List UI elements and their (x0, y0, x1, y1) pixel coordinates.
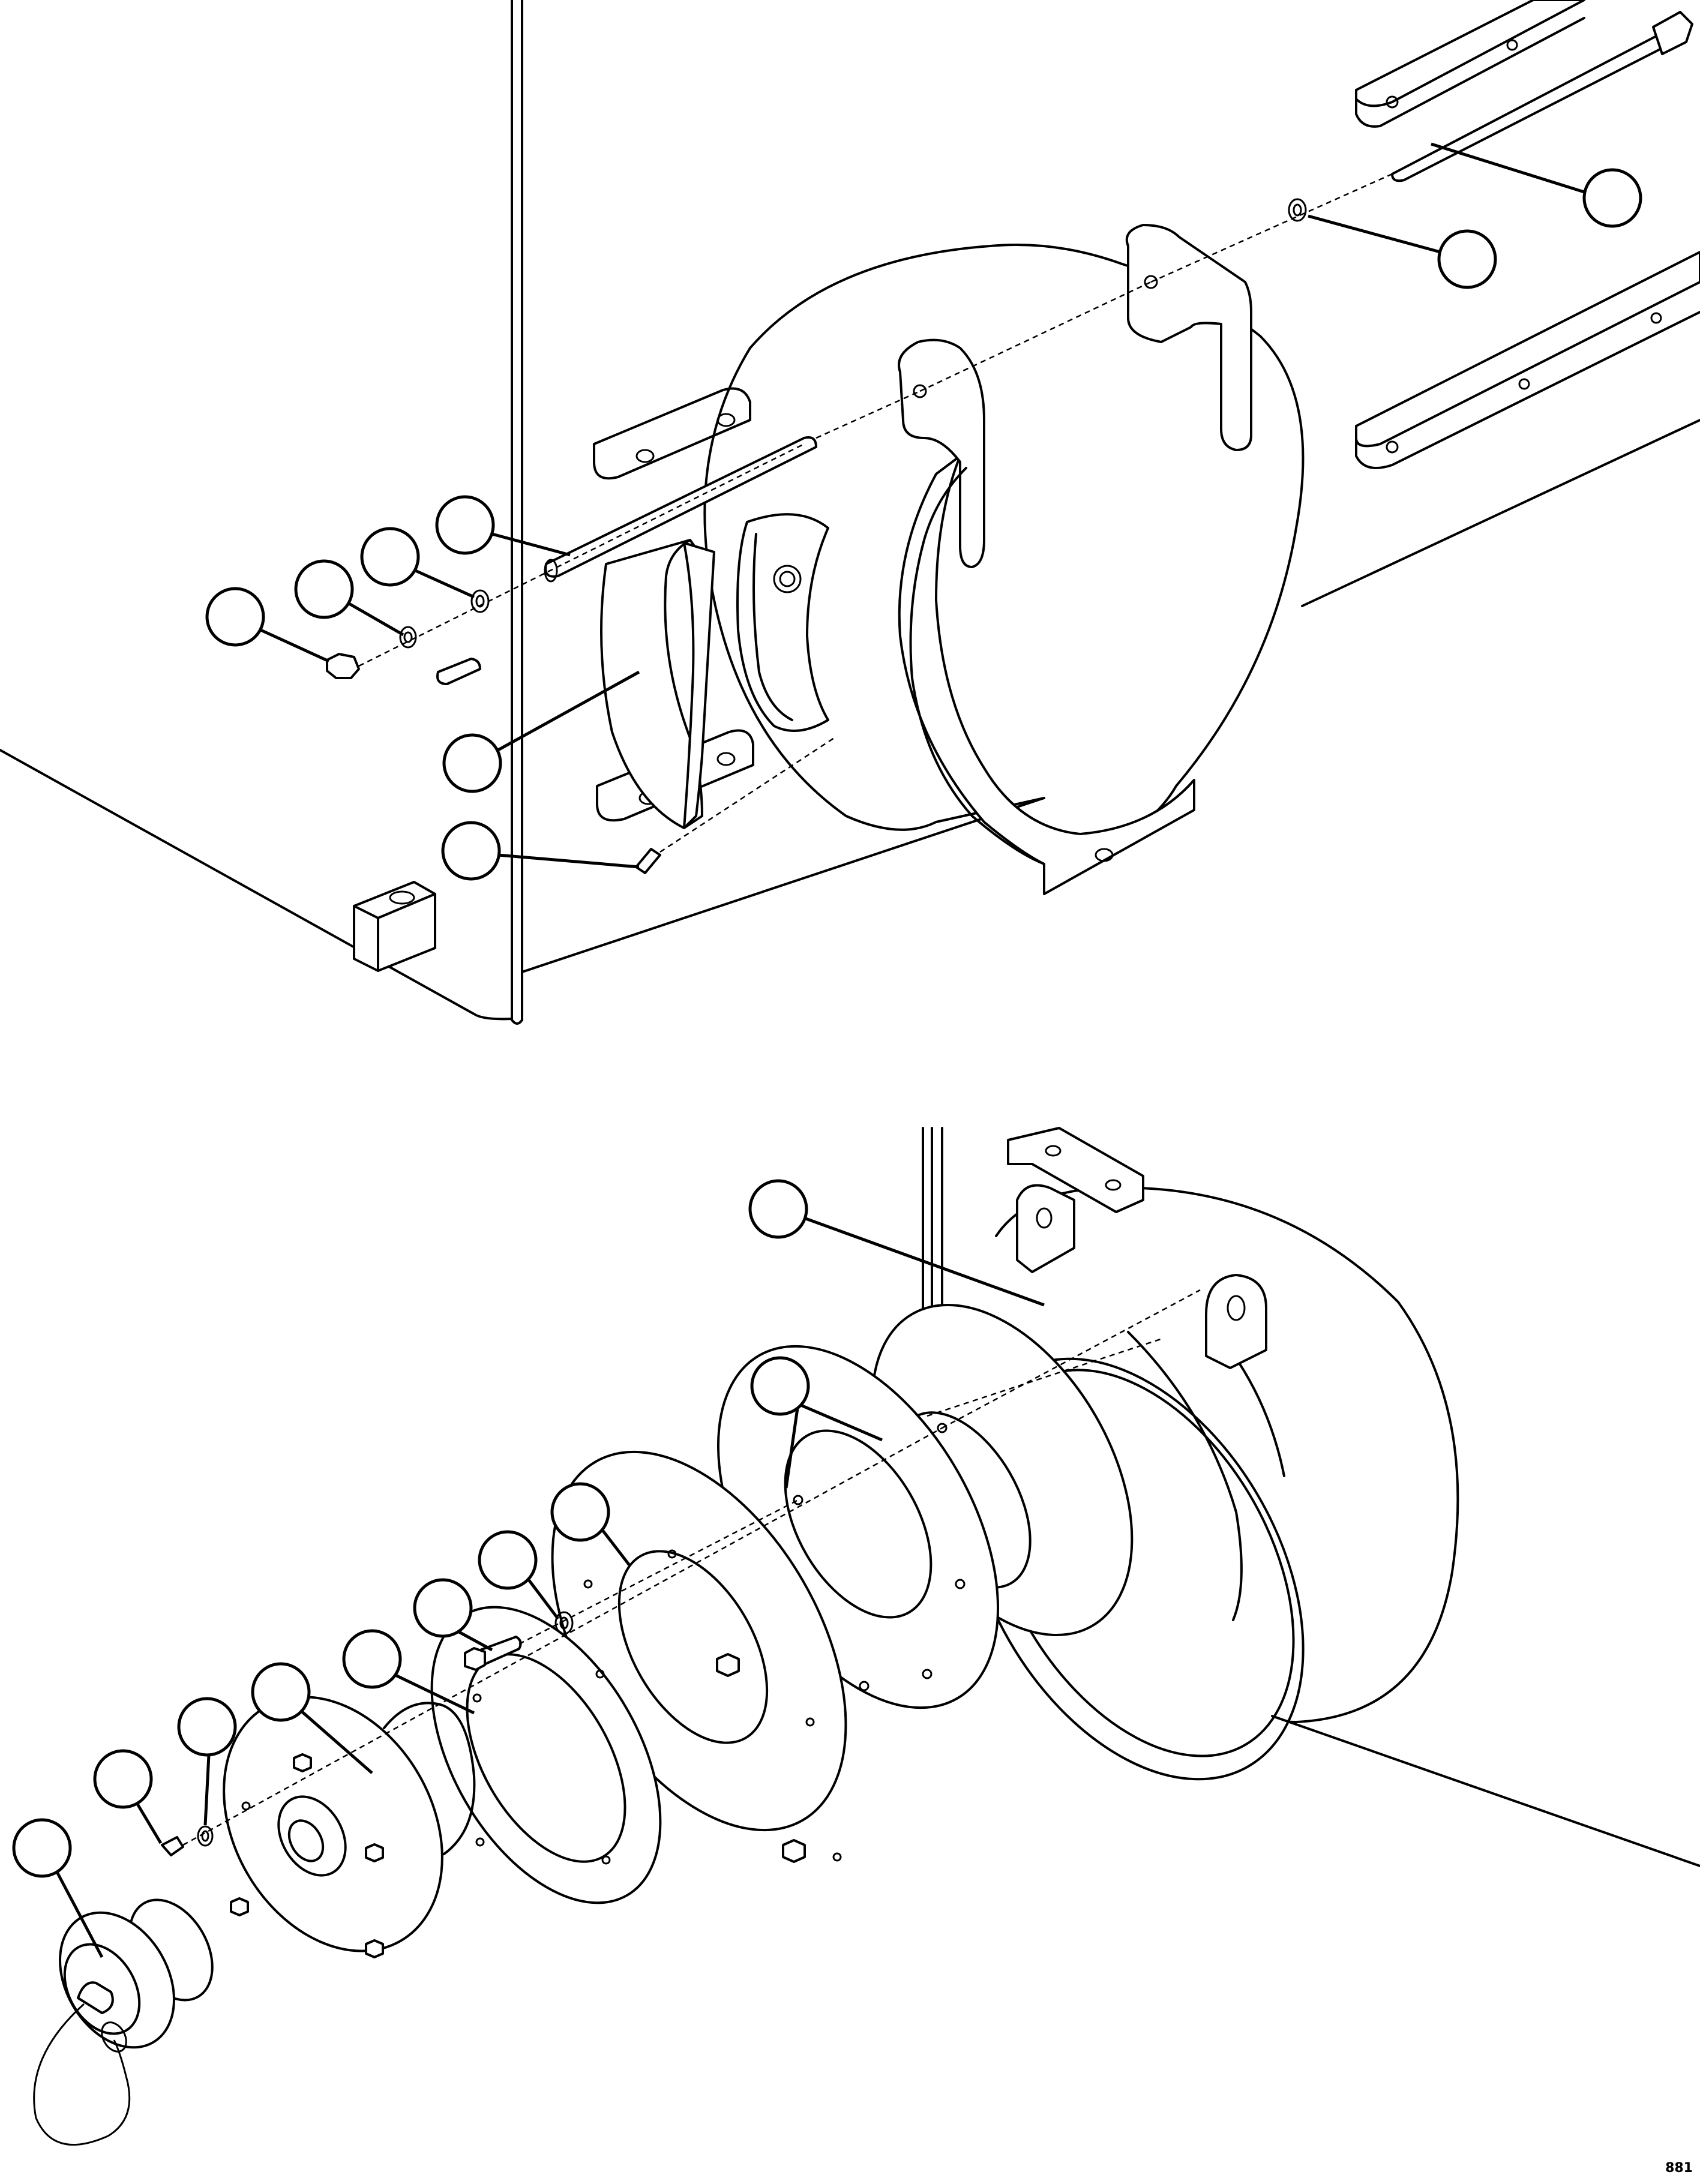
washer-lower-2 (197, 1825, 214, 1847)
callout-16 (177, 1697, 237, 1826)
tab-right (1205, 1274, 1267, 1369)
washer-upper-2 (399, 626, 417, 649)
callout-11 (550, 1482, 631, 1567)
centerlines-upper (358, 173, 1393, 853)
callout-5 (294, 559, 404, 637)
callout-9 (748, 1179, 1045, 1307)
callout-12 (478, 1530, 559, 1620)
hinge-block (353, 881, 436, 972)
callout-2 (1308, 214, 1497, 289)
upper-view (0, 0, 1700, 1025)
bolt-long-right (1391, 11, 1693, 182)
washer-lower-1 (554, 1611, 574, 1635)
callout-4 (360, 527, 475, 599)
callout-3 (435, 495, 571, 557)
centerlines-lower (182, 1289, 1201, 1846)
callout-1 (1431, 142, 1642, 228)
callout-6 (205, 587, 330, 663)
callout-7 (442, 670, 640, 793)
clamp-lug-right (1125, 224, 1252, 451)
frame-plate (511, 0, 523, 1025)
bracket-lower-side (1016, 1184, 1075, 1273)
bracket-lower-top (1007, 1127, 1144, 1213)
strap-top-right (1355, 0, 1585, 128)
drawing-code: 881 (1665, 2161, 1693, 2176)
small-screw-upper (635, 848, 661, 874)
small-screw-lower (161, 1836, 184, 1856)
washer-right (1288, 198, 1307, 222)
callout-15 (251, 1662, 373, 1774)
clamp-half-left (898, 338, 1045, 865)
lower-view (12, 1127, 1700, 2146)
callout-18 (12, 1818, 104, 1958)
mount-bracket-upper (593, 387, 751, 480)
dust-cap (33, 1898, 214, 2146)
callout-14 (342, 1629, 475, 1715)
callout-13 (413, 1578, 493, 1652)
base-body (0, 419, 1700, 1021)
callout-17 (93, 1749, 163, 1844)
strap-middle-right (1355, 251, 1700, 469)
housing-window (736, 513, 829, 732)
pin-upper (436, 658, 481, 685)
callout-10 (750, 1356, 883, 1489)
cover-shell (600, 539, 715, 829)
callout-8 (441, 821, 640, 881)
nut-upper (326, 653, 360, 679)
